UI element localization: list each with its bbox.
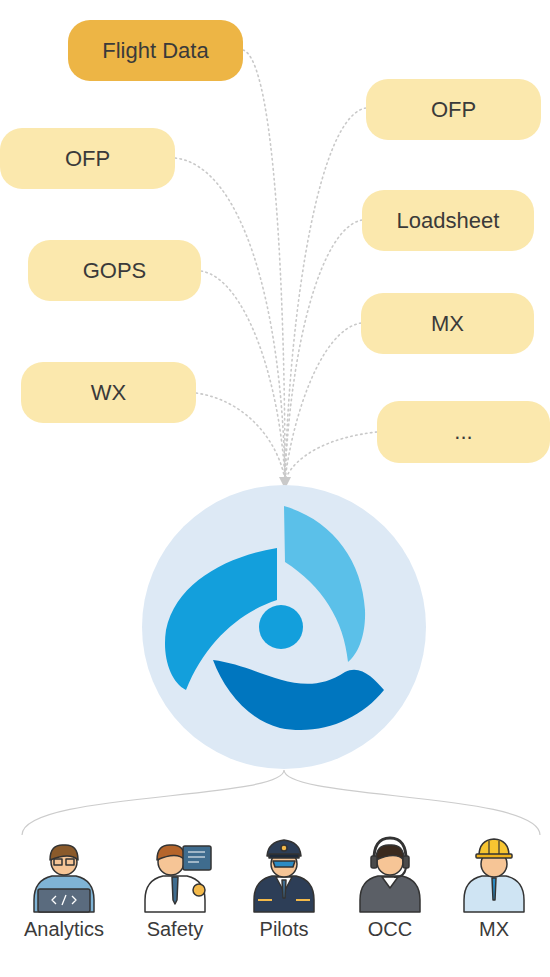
leader-line [201,271,285,480]
audience-label: MX [434,918,550,941]
leader-line [285,220,362,480]
node-label: GOPS [83,258,147,284]
source-box: MX [361,293,534,354]
leader-line [285,108,366,480]
audience-label: OCC [330,918,450,941]
logo-dot [259,605,303,649]
node-label: Loadsheet [397,208,500,234]
node-label: Flight Data [102,38,208,64]
source-box: OFP [0,128,175,189]
occ-icon [360,838,420,912]
node-label: MX [431,311,464,337]
dotted-leaders [175,50,377,480]
source-box: OFP [366,79,541,140]
source-box: Loadsheet [362,190,534,251]
hub-circle [142,485,426,769]
maintenance-icon [464,839,524,912]
leader-line [243,50,285,480]
audience-label: Pilots [224,918,344,941]
leader-line [196,393,285,480]
source-box-highlight: Flight Data [68,20,243,81]
node-label: ... [454,419,472,445]
node-label: WX [91,380,126,406]
leader-line [175,158,285,480]
hub-logo [165,506,384,730]
logo-blade [213,660,384,730]
source-box: ... [377,401,550,463]
leader-line [285,323,361,480]
node-label: OFP [431,97,476,123]
source-box: GOPS [28,240,201,301]
analytics-icon [34,845,94,912]
persona-icons [34,838,524,912]
safety-icon [145,845,211,912]
pilot-icon [254,840,314,912]
node-label: OFP [65,146,110,172]
audience-bracket [22,770,540,835]
audience-label: Safety [115,918,235,941]
leader-line [285,432,377,480]
source-box: WX [21,362,196,423]
audience-label: Analytics [4,918,124,941]
